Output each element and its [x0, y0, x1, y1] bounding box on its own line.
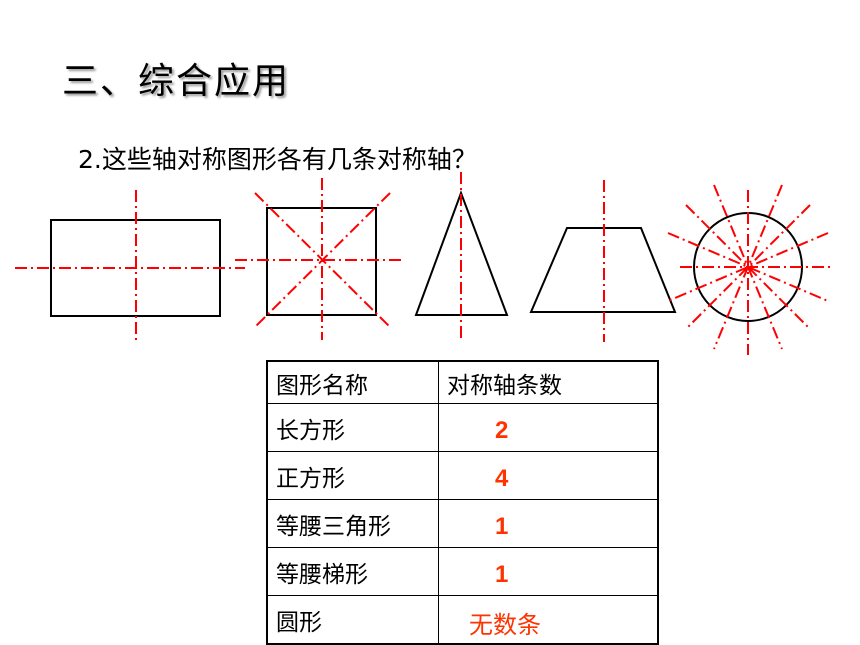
page-title: 三、综合应用 [62, 61, 291, 102]
isosceles-trapezoid-shape [529, 227, 677, 313]
table-cell-shape: 长方形 [266, 403, 439, 452]
table-row: 等腰梯形 1 [266, 547, 659, 596]
table-header-axis-count: 对称轴条数 [438, 360, 659, 404]
circle-axis-diagonal [713, 184, 783, 350]
table-cell-shape: 等腰三角形 [266, 499, 439, 548]
question-text: 2.这些轴对称图形各有几条对称轴？ [78, 145, 477, 174]
circle-axis-diagonal [667, 232, 829, 302]
table-row: 等腰三角形 1 [266, 499, 659, 548]
table-row: 长方形 2 [266, 403, 659, 452]
table-cell-axes: 2 [438, 403, 659, 452]
table-cell-shape: 正方形 [266, 451, 439, 500]
table-header-row: 图形名称 对称轴条数 [266, 360, 659, 404]
symmetry-axes-table: 图形名称 对称轴条数 长方形 2 正方形 4 等腰三角形 1 等腰梯形 1 圆形… [266, 360, 659, 645]
circle-axis-diagonal [685, 204, 811, 330]
table-row: 正方形 4 [266, 451, 659, 500]
table-cell-shape: 圆形 [266, 595, 439, 645]
table-header-shape-name: 图形名称 [266, 360, 439, 404]
circle-axis-diagonal [685, 204, 811, 330]
table-cell-shape: 等腰梯形 [266, 547, 439, 596]
table-cell-axes: 1 [438, 499, 659, 548]
table-row: 圆形 无数条 [266, 595, 659, 645]
symmetric-figures [15, 172, 830, 355]
square-axis-diagonal-2 [254, 192, 391, 328]
table-cell-axes: 4 [438, 451, 659, 500]
circle-axis-diagonal [667, 232, 829, 302]
table-cell-axes: 1 [438, 547, 659, 596]
table-cell-axes: 无数条 [438, 595, 659, 645]
